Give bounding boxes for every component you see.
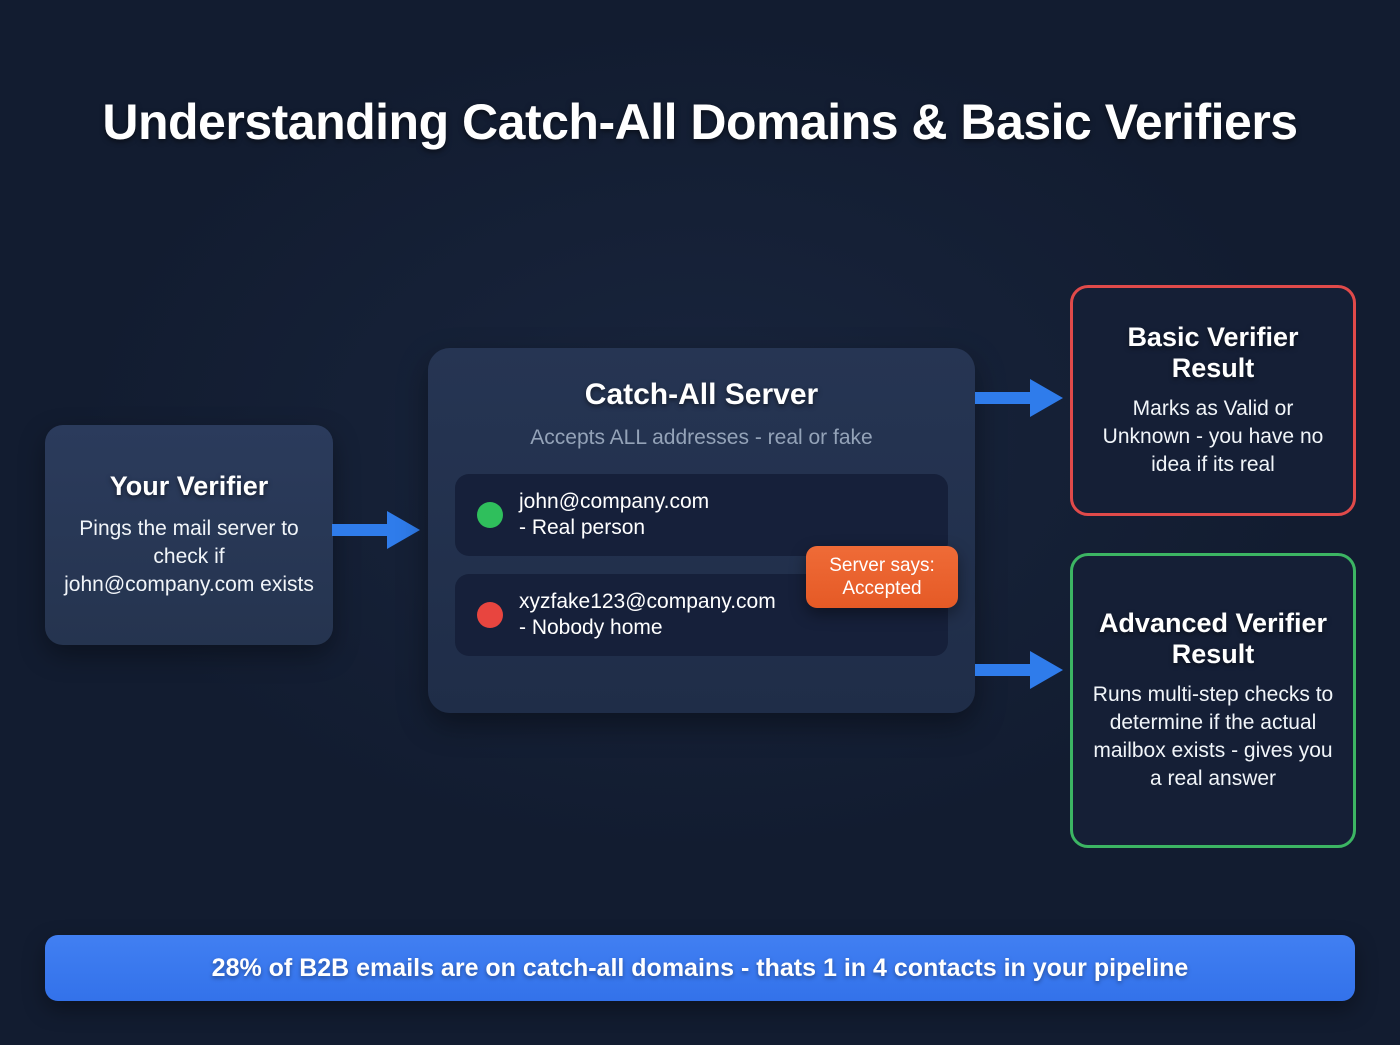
page-title: Understanding Catch-All Domains & Basic … [102,94,1298,150]
stat-banner-text: 28% of B2B emails are on catch-all domai… [211,953,1189,982]
server-says-badge: Server says: Accepted [806,546,958,608]
your-verifier-description: Pings the mail server to check if john@c… [64,517,314,597]
server-says-value: Accepted [842,578,922,599]
catch-all-server-subtitle: Accepts ALL addresses - real or fake [530,425,873,449]
basic-verifier-result-card: Basic Verifier Result Marks as Valid or … [1070,285,1356,516]
status-dot-valid-icon [477,501,503,528]
arrow-right-icon-verifier-to-server [332,507,422,553]
advanced-verifier-result-title: Advanced Verifier Result [1098,608,1328,669]
email-address: xyzfake123@company.com [519,589,776,613]
stat-banner: 28% of B2B emails are on catch-all domai… [45,935,1355,1001]
email-address: john@company.com [519,489,710,513]
catch-all-server-title: Catch-All Server [584,378,819,411]
email-entry: xyzfake123@company.com - Nobody home [519,589,776,640]
server-says-label: Server says: [829,554,935,576]
catch-all-server-card: Catch-All Server Accepts ALL addresses -… [428,348,975,713]
your-verifier-card: Your Verifier Pings the mail server to c… [45,425,333,645]
email-entry: john@company.com - Real person [519,489,709,540]
advanced-verifier-result-card: Advanced Verifier Result Runs multi-step… [1070,553,1356,848]
your-verifier-title: Your Verifier [109,471,269,501]
basic-verifier-result-title: Basic Verifier Result [1127,322,1299,383]
email-list: john@company.com - Real person xyzfake12… [455,473,948,656]
advanced-verifier-result-description: Runs multi-step checks to determine if t… [1092,682,1334,790]
email-note: - Real person [519,515,646,539]
basic-verifier-result-description: Marks as Valid or Unknown - you have no … [1102,396,1324,476]
status-dot-fake-icon [477,601,503,628]
list-item: john@company.com - Real person [455,473,948,556]
email-note: - Nobody home [519,615,663,639]
arrow-right-icon-server-to-advanced [975,647,1065,693]
arrow-right-icon-server-to-basic [975,375,1065,421]
